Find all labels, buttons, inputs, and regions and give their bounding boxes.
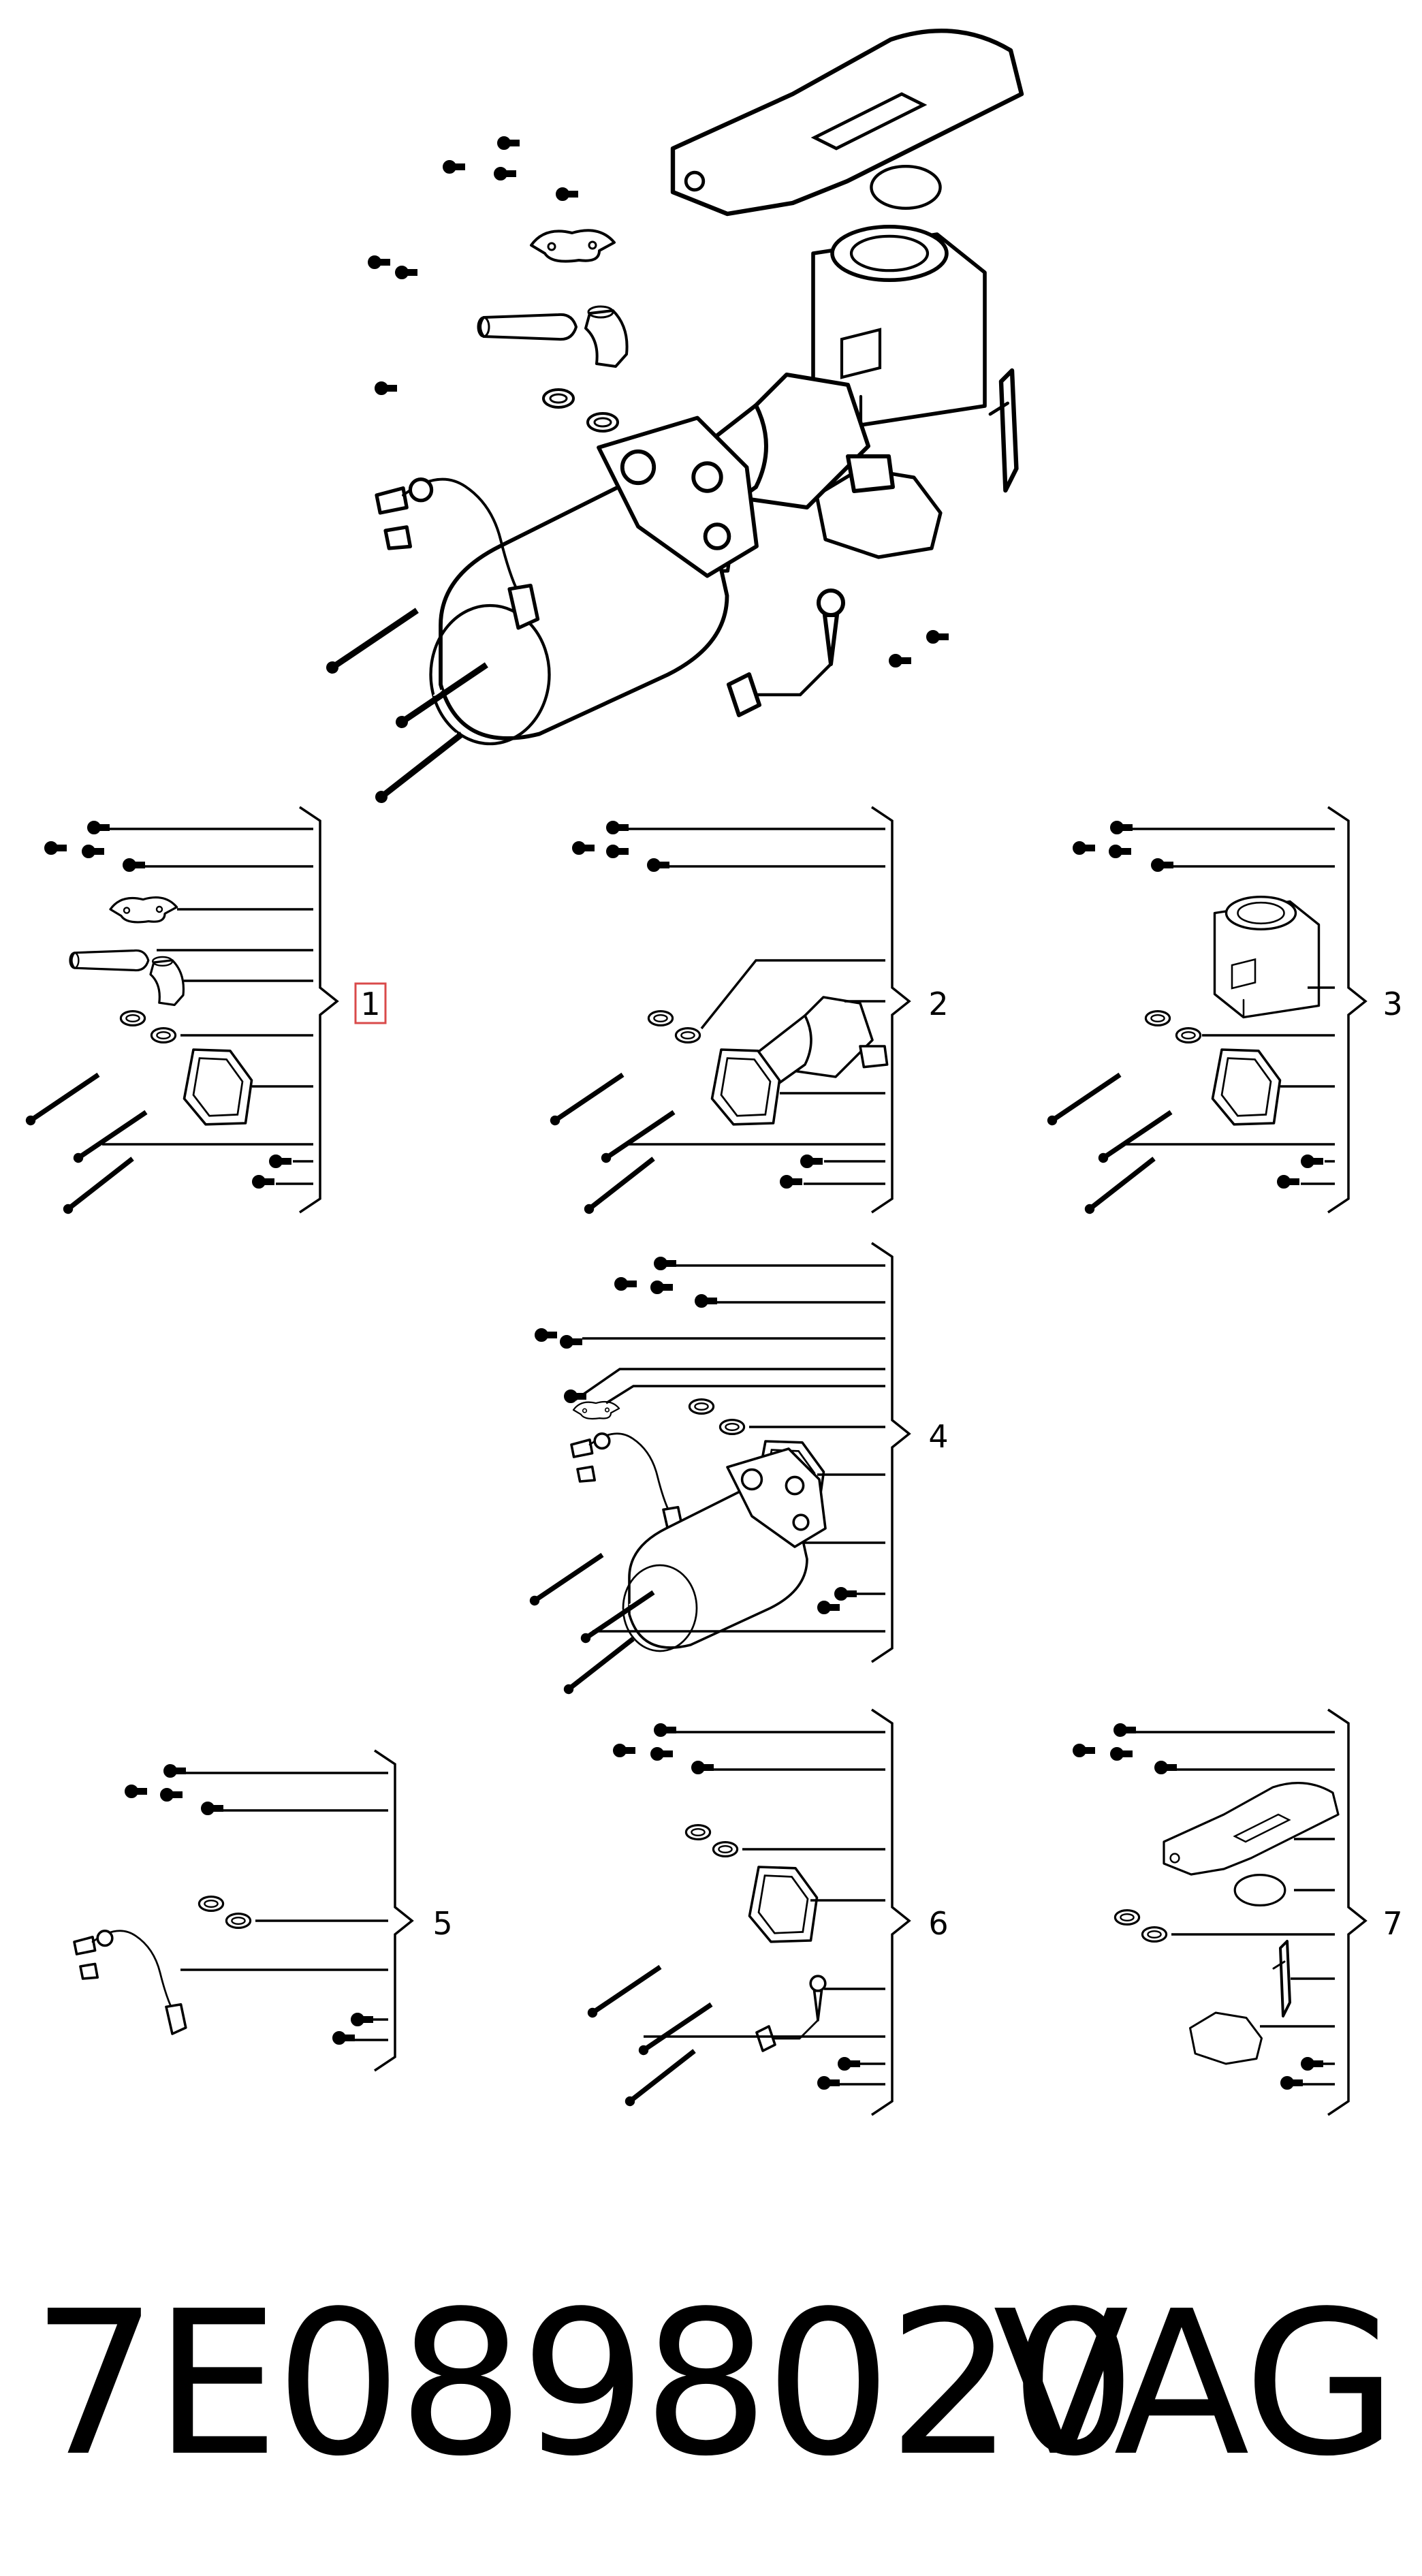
footer: 7E0898020 VAG <box>0 2268 1422 2500</box>
group-3-label: 3 <box>1382 986 1402 1022</box>
group-4-label: 4 <box>928 1418 948 1455</box>
group-5[interactable]: 5 <box>73 1749 453 2072</box>
group-2-label: 2 <box>928 986 948 1022</box>
group-7[interactable]: 7 <box>1073 1708 1403 2116</box>
group-6[interactable]: 6 <box>586 1708 949 2116</box>
group-3[interactable]: 3 <box>1046 806 1403 1215</box>
group-2[interactable]: 2 <box>549 806 949 1215</box>
group-1-highlight-box <box>354 982 387 1024</box>
brand-name: VAG <box>993 2268 1397 2500</box>
group-4[interactable]: 4 <box>528 1242 949 1695</box>
group-5-label: 5 <box>432 1905 452 1942</box>
main-assembly <box>325 31 1022 804</box>
group-1[interactable]: 1 <box>25 806 387 1215</box>
group-6-label: 6 <box>928 1905 948 1942</box>
part-number: 7E0898020 <box>31 2268 1137 2500</box>
group-1-label: 1 <box>360 986 380 1022</box>
group-7-label: 7 <box>1382 1905 1402 1942</box>
